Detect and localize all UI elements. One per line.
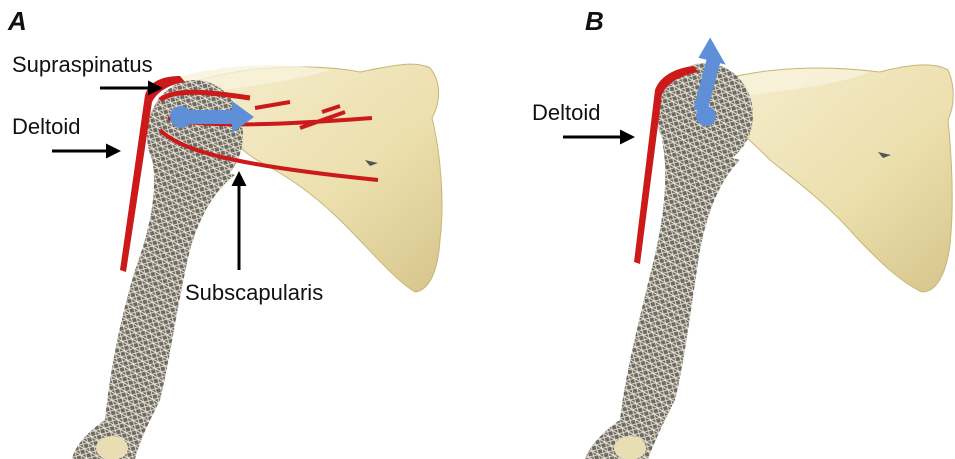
subscapularis-label: Subscapularis (185, 280, 323, 306)
panel-label-a: A (8, 6, 27, 37)
humerus-b (585, 140, 740, 459)
deltoid-label-b: Deltoid (532, 100, 600, 126)
panel-b (563, 36, 953, 459)
panel-label-b: B (585, 6, 604, 37)
deltoid-label-a: Deltoid (12, 114, 80, 140)
supraspinatus-label: Supraspinatus (12, 52, 153, 78)
panel-a (52, 64, 442, 459)
